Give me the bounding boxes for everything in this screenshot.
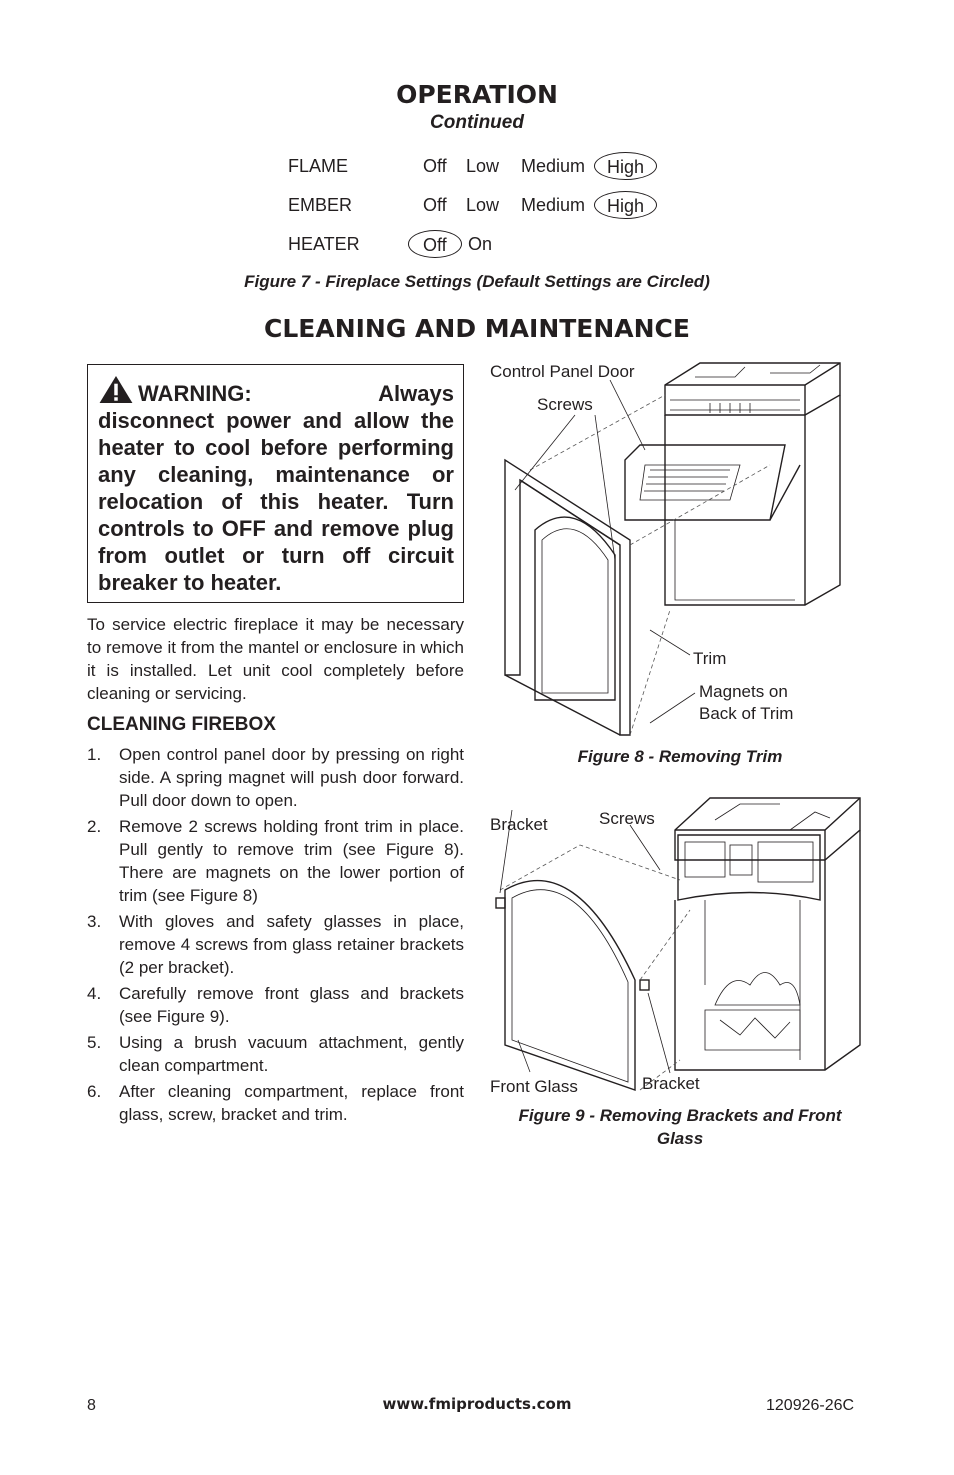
list-item: 2.Remove 2 screws holding front trim in …: [87, 817, 464, 905]
warning-box: WARNING: Always disconnect power and all…: [87, 364, 464, 603]
label-magnets-line1: Magnets on: [699, 682, 788, 701]
list-item: 6.After cleaning compartment, replace fr…: [87, 1082, 464, 1124]
operation-subtitle: Continued: [430, 112, 524, 133]
figure9-caption-line2: Glass: [656, 1129, 704, 1148]
label-screws-fig9: Screws: [599, 809, 655, 828]
setting-option: Medium: [521, 195, 586, 215]
label-front-glass: Front Glass: [490, 1077, 578, 1096]
label-bracket-bottom: Bracket: [642, 1074, 700, 1093]
firebox-steps: 1.Open control panel door by pressing on…: [87, 743, 464, 1129]
settings-row-flame: FLAME Off Low Medium High: [288, 151, 688, 181]
label-control-panel-door: Control Panel Door: [490, 362, 635, 381]
label-magnets-line2: Back of Trim: [699, 704, 794, 723]
cleaning-title: CLEANING AND MAINTENANCE: [263, 314, 690, 343]
setting-option: Medium: [521, 156, 586, 176]
list-item: 5.Using a brush vacuum attachment, gentl…: [87, 1033, 464, 1075]
firebox-heading: CLEANING FIREBOX: [87, 714, 276, 735]
figure8-illustration: [504, 362, 841, 736]
setting-option: Off: [423, 195, 447, 215]
setting-option-default: High: [594, 191, 658, 219]
intro-paragraph: To service electric fireplace it may be …: [87, 615, 464, 703]
figure9-caption-line1: Figure 9 - Removing Brackets and Front: [518, 1106, 842, 1125]
figure8-caption: Figure 8 - Removing Trim: [577, 747, 783, 766]
setting-option: Low: [466, 195, 500, 215]
operation-title: OPERATION: [396, 80, 558, 109]
label-trim: Trim: [693, 649, 727, 668]
setting-option-default: High: [594, 152, 658, 180]
footer-website: www.fmiproducts.com: [382, 1395, 572, 1413]
figure9-caption: Figure 9 - Removing Brackets and Front G…: [480, 1104, 880, 1150]
settings-row-heater: HEATER Off On: [288, 229, 688, 259]
list-item: 3.With gloves and safety glasses in plac…: [87, 912, 464, 977]
setting-option: Off: [423, 156, 447, 176]
list-item: 1.Open control panel door by pressing on…: [87, 745, 464, 810]
setting-name: EMBER: [288, 195, 353, 215]
setting-option: On: [468, 234, 493, 254]
settings-row-ember: EMBER Off Low Medium High: [288, 190, 688, 220]
warning-text: WARNING: Always disconnect power and all…: [98, 381, 454, 595]
warning-paragraph: WARNING: Always disconnect power and all…: [98, 375, 454, 596]
label-screws-fig8: Screws: [537, 395, 593, 414]
list-item: 4.Carefully remove front glass and brack…: [87, 984, 464, 1026]
page-number: 8: [87, 1397, 96, 1414]
doc-number: 120926-26C: [766, 1397, 855, 1414]
setting-option: Low: [466, 156, 500, 176]
figure7-caption: Figure 7 - Fireplace Settings (Default S…: [244, 272, 710, 291]
setting-name: HEATER: [288, 234, 360, 254]
warning-triangle-icon: [99, 375, 133, 404]
setting-name: FLAME: [288, 156, 349, 176]
setting-option-default: Off: [408, 230, 462, 258]
figure9-illustration: [495, 797, 861, 1091]
label-bracket-top: Bracket: [490, 815, 548, 834]
